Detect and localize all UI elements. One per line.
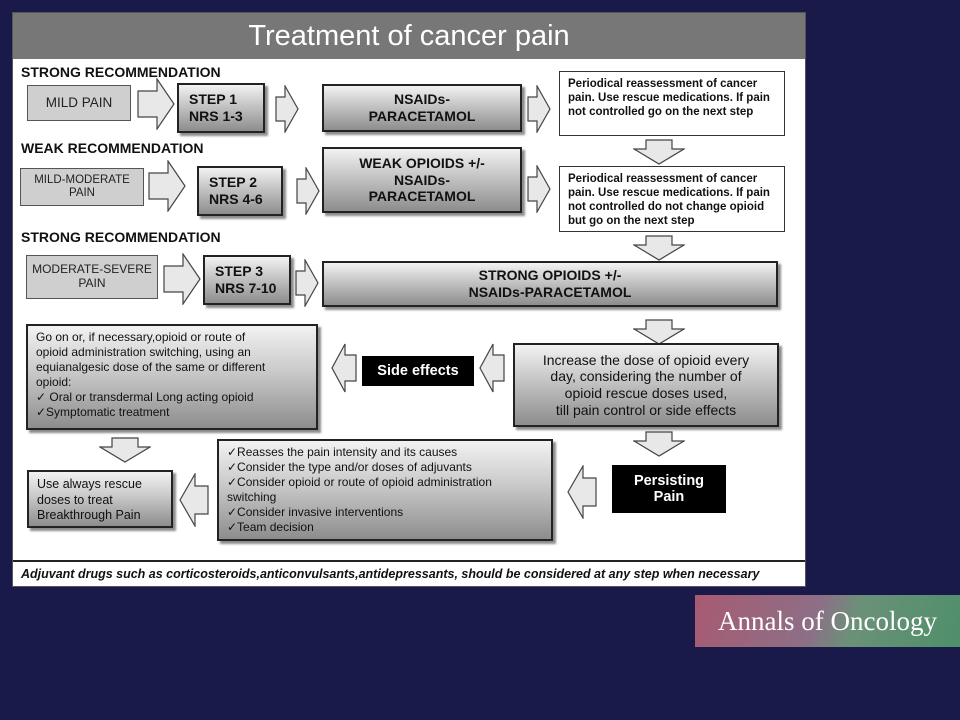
step-1-label: STEP 1: [189, 91, 237, 108]
increase-dose-box: Increase the dose of opioid every day, c…: [513, 343, 779, 427]
pain-label: PAIN: [78, 276, 106, 290]
rescue-doses-box: Use always rescue doses to treat Breakth…: [27, 470, 173, 528]
nrs-7-10-label: NRS 7-10: [215, 280, 277, 296]
slide: Treatment of cancer pain STRONG RECOMMEN…: [12, 12, 806, 587]
adjuvant-drugs-footnote: Adjuvant drugs such as corticosteroids,a…: [21, 567, 760, 581]
arrow-right-icon: [137, 78, 175, 130]
moderate-severe-label: MODERATE-SEVERE: [32, 262, 152, 277]
persisting-label: Persisting: [633, 473, 705, 489]
mild-pain-box: MILD PAIN: [27, 85, 131, 121]
arrow-right-icon: [296, 167, 320, 215]
switching-line: equianalgesic dose of the same or differ…: [36, 360, 266, 374]
nsaids-paracetamol-box: NSAIDs-PARACETAMOL: [322, 84, 522, 132]
nsaids-label: NSAIDs-: [393, 171, 450, 188]
arrow-right-icon: [163, 253, 201, 305]
reassess-box: ✓Reasses the pain intensity and its caus…: [217, 439, 553, 541]
reassess-checklist-item: ✓Consider the type and/or doses of adjuv…: [227, 460, 472, 474]
weak-opioids-box: WEAK OPIOIDS +/-NSAIDs-PARACETAMOL: [322, 147, 522, 213]
arrow-right-icon: [148, 160, 186, 212]
strong-opioids-label: STRONG OPIOIDS +/-: [478, 267, 622, 284]
opioid-switching-box: Go on or, if necessary,opioid or route o…: [26, 324, 318, 430]
arrow-right-icon: [527, 165, 551, 213]
reassess-checklist-item: ✓Consider opioid or route of opioid admi…: [227, 475, 492, 489]
reassessment-note-2: Periodical reassessment of cancer pain. …: [559, 166, 785, 232]
arrow-left-icon: [331, 343, 357, 393]
step-3-label: STEP 3: [215, 263, 263, 280]
arrow-down-icon: [633, 235, 685, 261]
switching-checklist-item: ✓Symptomatic treatment: [36, 405, 170, 419]
rescue-line: doses to treat: [37, 492, 113, 507]
arrow-down-icon: [99, 437, 151, 463]
arrow-right-icon: [295, 259, 319, 307]
step-2-label: STEP 2: [209, 174, 257, 191]
paracetamol-label: PARACETAMOL: [368, 108, 476, 124]
switching-line: opioid:: [36, 375, 72, 389]
arrow-left-icon: [479, 343, 505, 393]
logo-text: Annals of Oncology: [718, 605, 937, 636]
slide-title: Treatment of cancer pain: [13, 13, 805, 59]
side-effects-box: Side effects: [362, 356, 474, 386]
arrow-right-icon: [275, 85, 299, 133]
pain-label: Pain: [653, 489, 685, 505]
arrow-down-icon: [633, 139, 685, 165]
footer-divider: [13, 560, 805, 562]
pain-label: PAIN: [69, 187, 95, 199]
mild-moderate-label: MILD-MODERATE: [34, 173, 130, 186]
reassess-checklist-item: ✓Team decision: [227, 520, 314, 534]
annals-of-oncology-logo: Annals of Oncology: [695, 595, 960, 647]
nsaids-label: NSAIDs-: [393, 91, 450, 108]
weak-recommendation-heading: WEAK RECOMMENDATION: [21, 140, 204, 156]
mild-pain-label: MILD PAIN: [45, 95, 113, 111]
reassess-checklist-item: ✓Consider invasive interventions: [227, 505, 404, 519]
nrs-4-6-label: NRS 4-6: [209, 191, 263, 207]
increase-dose-line: day, considering the number of: [550, 368, 742, 385]
increase-dose-line: opioid rescue doses used,: [564, 385, 728, 401]
switching-checklist-item: ✓ Oral or transdermal Long acting opioid: [36, 390, 254, 404]
arrow-down-icon: [633, 431, 685, 457]
switching-line: opioid administration switching, using a…: [36, 345, 251, 359]
reassessment-note-1: Periodical reassessment of cancer pain. …: [559, 71, 785, 136]
rescue-line: Use always rescue: [37, 477, 142, 491]
arrow-down-icon: [633, 319, 685, 345]
increase-dose-line: till pain control or side effects: [555, 401, 737, 418]
increase-dose-line: Increase the dose of opioid every: [542, 351, 750, 368]
arrow-left-icon: [179, 473, 209, 527]
reassess-checklist-item: switching: [227, 490, 277, 504]
rescue-line: Breakthrough Pain: [37, 508, 141, 523]
nsaids-paracetamol-label: NSAIDs-PARACETAMOL: [468, 284, 632, 300]
reassess-checklist-item: ✓Reasses the pain intensity and its caus…: [227, 445, 458, 459]
strong-recommendation-heading-1: STRONG RECOMMENDATION: [21, 64, 221, 80]
arrow-right-icon: [527, 85, 551, 133]
paracetamol-label: PARACETAMOL: [368, 188, 476, 205]
strong-recommendation-heading-2: STRONG RECOMMENDATION: [21, 229, 221, 245]
nrs-1-3-label: NRS 1-3: [189, 108, 243, 124]
arrow-left-icon: [567, 465, 597, 519]
switching-line: Go on or, if necessary,opioid or route o…: [36, 330, 246, 344]
weak-opioids-label: WEAK OPIOIDS +/-: [359, 155, 485, 172]
strong-opioids-box: STRONG OPIOIDS +/-NSAIDs-PARACETAMOL: [322, 261, 778, 307]
